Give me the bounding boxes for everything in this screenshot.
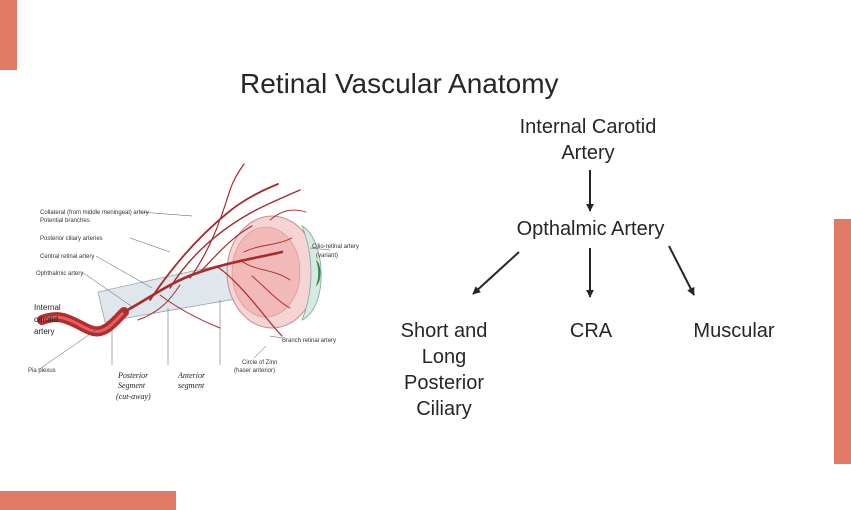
node-muscular: Muscular bbox=[693, 320, 775, 342]
label-internal-carotid-3: artery bbox=[34, 327, 54, 336]
artery-branches bbox=[122, 163, 307, 337]
node-cra: CRA bbox=[569, 320, 613, 342]
label-anterior-segment-2: segment bbox=[178, 381, 205, 390]
label-potential-branches: Potential branches bbox=[40, 218, 90, 224]
label-circle-of-zinn-1: Circle of Zinn bbox=[242, 360, 277, 366]
node-ophthalmic-artery: Opthalmic Artery bbox=[516, 218, 665, 240]
label-collateral-artery: Collateral (from middle meningeal) arter… bbox=[40, 210, 149, 216]
label-posterior-segment-1: Posterior bbox=[117, 371, 149, 380]
label-ophthalmic-artery: Ophthalmic artery bbox=[36, 271, 83, 277]
leader-lines bbox=[37, 211, 331, 371]
label-central-retinal-artery: Central retinal artery bbox=[40, 254, 94, 260]
accent-bar-bottom-left bbox=[0, 491, 176, 510]
node-posterior-ciliary: Short and Long Posterior Ciliary bbox=[400, 320, 488, 420]
accent-bar-right bbox=[834, 219, 851, 464]
label-cilioretinal-artery-1: Cilio-retinal artery bbox=[312, 244, 359, 250]
node-internal-carotid-artery: Internal Carotid Artery bbox=[519, 116, 657, 164]
iris bbox=[316, 260, 321, 286]
accent-bar-top-left bbox=[0, 0, 17, 70]
arrow-oa-to-ciliary bbox=[472, 251, 520, 295]
slide-title: Retinal Vascular Anatomy bbox=[240, 68, 559, 99]
label-posterior-segment-3: (cut-away) bbox=[116, 392, 151, 401]
label-branch-retinal-artery: Branch retinal artery bbox=[282, 338, 336, 344]
anterior-segment bbox=[301, 225, 322, 321]
arrow-oa-to-muscular bbox=[668, 245, 695, 296]
label-posterior-ciliary-arteries: Posterior ciliary arteries bbox=[40, 236, 103, 242]
label-pia-plexus: Pia plexus bbox=[28, 368, 56, 374]
retina bbox=[231, 226, 301, 318]
retinal-vascular-illustration: Collateral (from middle meningeal) arter… bbox=[28, 163, 359, 401]
label-internal-carotid-1: Internal bbox=[34, 303, 61, 312]
label-internal-carotid-2: carotid bbox=[34, 315, 58, 324]
label-cilioretinal-artery-2: (variant) bbox=[316, 253, 338, 259]
carotid-highlight bbox=[40, 310, 126, 333]
label-anterior-segment-1: Anterior bbox=[177, 371, 206, 380]
label-circle-of-zinn-2: (haser anterior) bbox=[234, 368, 275, 374]
label-posterior-segment-2: Segment bbox=[118, 381, 146, 390]
